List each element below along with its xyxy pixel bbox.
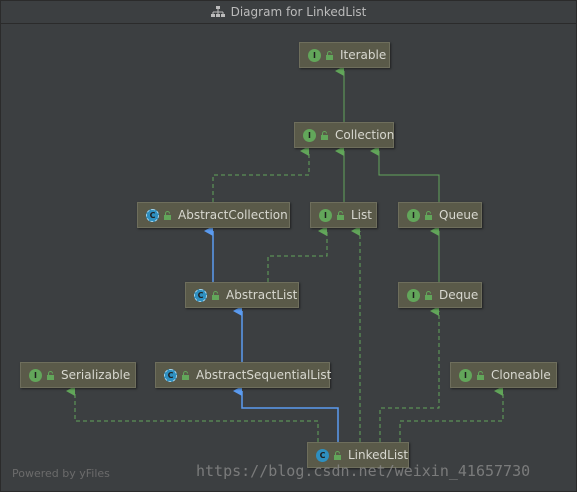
interface-icon: I xyxy=(459,368,472,382)
node-label: List xyxy=(351,208,372,222)
node-deque[interactable]: I Deque xyxy=(398,282,482,308)
interface-icon: I xyxy=(29,368,42,382)
lock-icon xyxy=(425,210,432,220)
hierarchy-icon xyxy=(210,6,225,18)
node-label: LinkedList xyxy=(348,448,409,462)
interface-icon: I xyxy=(407,208,420,222)
abstract-class-icon: C xyxy=(146,208,159,222)
edge-abstractlist-list xyxy=(267,226,328,282)
lock-icon xyxy=(477,370,484,380)
abstract-class-icon: C xyxy=(194,288,207,302)
abstract-class-icon: C xyxy=(164,368,177,382)
lock-icon xyxy=(337,210,344,220)
lock-icon xyxy=(334,450,341,460)
class-icon: C xyxy=(316,448,329,462)
node-label: Deque xyxy=(439,288,479,302)
lock-icon xyxy=(326,50,333,60)
edge-linkedlist-cloneable xyxy=(399,386,504,442)
lock-icon xyxy=(164,210,171,220)
node-list[interactable]: I List xyxy=(310,202,377,228)
interface-icon: I xyxy=(319,208,332,222)
node-abstract-sequential-list[interactable]: C AbstractSequentialList xyxy=(155,362,332,388)
node-label: AbstractSequentialList xyxy=(196,368,332,382)
node-collection[interactable]: I Collection xyxy=(294,122,394,148)
lock-icon xyxy=(212,290,219,300)
node-abstract-list[interactable]: C AbstractList xyxy=(185,282,299,308)
window-titlebar: Diagram for LinkedList xyxy=(1,1,576,24)
window-title: Diagram for LinkedList xyxy=(230,5,367,19)
node-label: Serializable xyxy=(61,368,131,382)
edge-abstractcollection-collection xyxy=(212,146,310,202)
interface-icon: I xyxy=(303,128,316,142)
node-label: AbstractList xyxy=(226,288,298,302)
node-label: Collection xyxy=(335,128,395,142)
node-queue[interactable]: I Queue xyxy=(398,202,482,228)
node-iterable[interactable]: I Iterable xyxy=(299,42,390,68)
lock-icon xyxy=(47,370,54,380)
node-serializable[interactable]: I Serializable xyxy=(20,362,136,388)
interface-icon: I xyxy=(407,288,420,302)
edge-linkedlist-serializable xyxy=(66,386,319,442)
node-abstract-collection[interactable]: C AbstractCollection xyxy=(137,202,290,228)
edge-linkedlist-deque xyxy=(379,306,440,442)
watermark-text: https://blog.csdn.net/weixin_41657730 xyxy=(196,462,531,480)
node-label: AbstractCollection xyxy=(178,208,288,222)
lock-icon xyxy=(321,130,328,140)
node-cloneable[interactable]: I Cloneable xyxy=(450,362,557,388)
node-linked-list[interactable]: C LinkedList xyxy=(307,442,409,468)
edge-linkedlist-abstractsequentiallist xyxy=(233,386,339,442)
node-label: Iterable xyxy=(340,48,387,62)
node-label: Queue xyxy=(439,208,479,222)
powered-by-label: Powered by yFiles xyxy=(12,467,110,480)
lock-icon xyxy=(182,370,189,380)
diagram-canvas[interactable] xyxy=(1,24,576,491)
node-label: Cloneable xyxy=(491,368,551,382)
lock-icon xyxy=(425,290,432,300)
edge-queue-collection xyxy=(370,146,440,202)
interface-icon: I xyxy=(308,48,321,62)
